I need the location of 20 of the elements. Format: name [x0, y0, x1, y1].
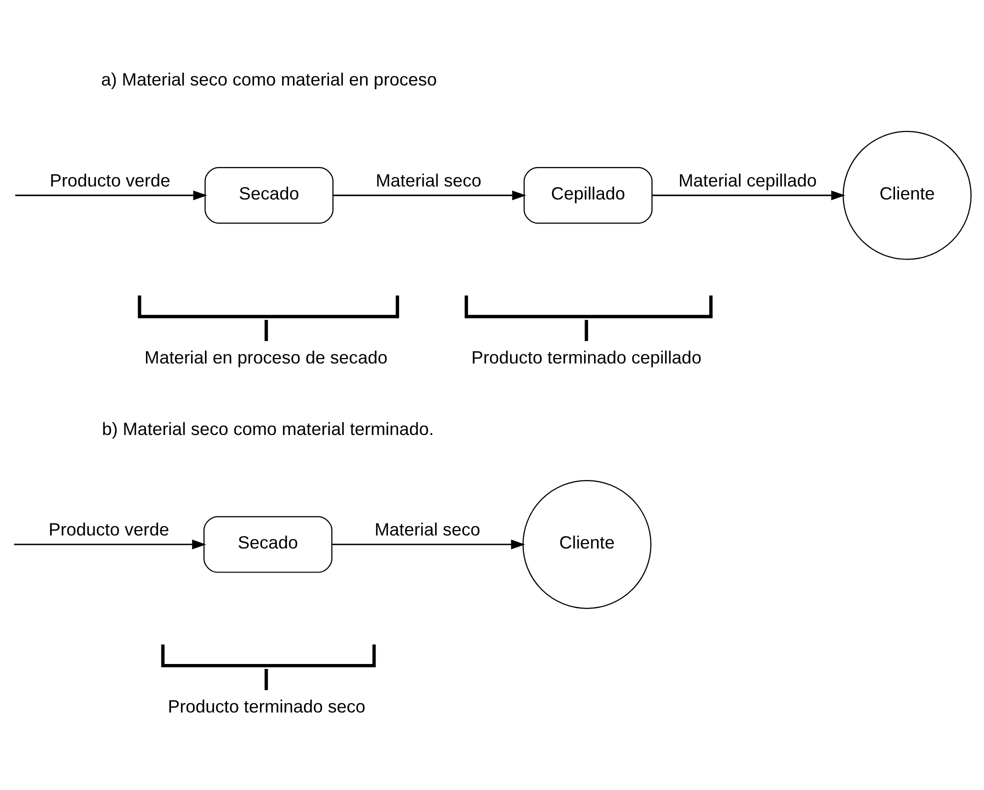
- node-circle: Cliente: [842, 130, 972, 260]
- node-box: Secado: [204, 166, 334, 224]
- node-box: Secado: [203, 516, 332, 572]
- label: b) Material seco como material terminado.: [102, 418, 434, 438]
- arrow: [14, 539, 206, 549]
- label: Material en proceso de secado: [144, 347, 388, 368]
- label: Producto terminado seco: [168, 696, 366, 716]
- arrow: [333, 190, 526, 200]
- edge-label: Material seco: [374, 518, 480, 539]
- node-box: Cepillado: [524, 166, 653, 224]
- edge-label: Material seco: [376, 170, 482, 190]
- arrow: [332, 539, 526, 549]
- node-circle: Cliente: [522, 479, 652, 608]
- label: Producto terminado cepillado: [471, 347, 702, 368]
- edge-label: Producto verde: [50, 170, 170, 190]
- edge-label: Producto verde: [48, 518, 170, 539]
- label: a) Material seco como material en proceso: [101, 69, 437, 90]
- arrow: [15, 190, 208, 200]
- arrow: [652, 190, 846, 200]
- edge-label: Material cepillado: [678, 170, 817, 190]
